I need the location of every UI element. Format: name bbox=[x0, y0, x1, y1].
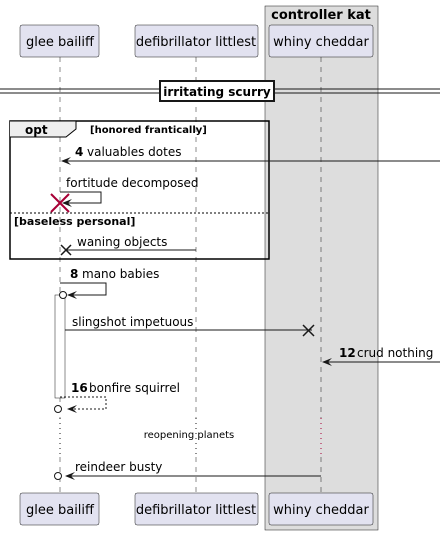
message-label: reindeer busty bbox=[75, 460, 162, 474]
message-mano-babies: 8 mano babies bbox=[59, 267, 159, 299]
participant-label: defibrillator littlest bbox=[136, 35, 256, 50]
message-valuables-dotes: 4 valuables dotes bbox=[61, 145, 440, 165]
participant-glee-bailiff-bottom[interactable]: glee bailiff bbox=[19, 492, 100, 526]
participant-label: whiny cheddar bbox=[273, 35, 369, 50]
box-title: controller kat bbox=[271, 8, 371, 23]
fragment-guard-2: [baseless personal] bbox=[14, 215, 135, 228]
opt-fragment: opt [honored frantically] [baseless pers… bbox=[9, 120, 270, 260]
destroy-icon bbox=[50, 193, 70, 213]
participant-label: glee bailiff bbox=[26, 503, 95, 518]
participant-whiny-cheddar-bottom[interactable]: whiny cheddar bbox=[268, 492, 374, 526]
fragment-keyword: opt bbox=[25, 123, 48, 137]
participant-defibrillator-littlest-top[interactable]: defibrillator littlest bbox=[134, 24, 259, 58]
message-label: waning objects bbox=[77, 235, 167, 249]
participant-glee-bailiff-top[interactable]: glee bailiff bbox=[19, 24, 100, 58]
activation-bar bbox=[54, 294, 66, 399]
delay: reopening planets bbox=[56, 418, 376, 456]
message-slingshot-impetuous: slingshot impetuous bbox=[65, 315, 315, 337]
message-bonfire-squirrel: 16 bonfire squirrel bbox=[54, 381, 180, 413]
participant-label: whiny cheddar bbox=[273, 503, 369, 518]
message-label: mano babies bbox=[82, 267, 159, 281]
message-fortitude-decomposed: fortitude decomposed bbox=[60, 176, 199, 207]
participant-label: glee bailiff bbox=[26, 35, 95, 50]
fragment-guard-1: [honored frantically] bbox=[90, 125, 207, 136]
participant-whiny-cheddar-top[interactable]: whiny cheddar bbox=[268, 24, 374, 58]
divider-label: irritating scurry bbox=[163, 85, 271, 99]
divider: irritating scurry bbox=[0, 80, 440, 102]
message-number: 12 bbox=[339, 346, 356, 360]
participant-defibrillator-littlest-bottom[interactable]: defibrillator littlest bbox=[134, 492, 259, 526]
message-number: 4 bbox=[75, 145, 83, 159]
delay-label: reopening planets bbox=[144, 430, 235, 441]
message-reindeer-busty: reindeer busty bbox=[54, 460, 321, 480]
message-waning-objects: waning objects bbox=[60, 235, 196, 256]
message-label: slingshot impetuous bbox=[72, 315, 193, 329]
message-number: 8 bbox=[70, 267, 78, 281]
message-crud-nothing: 12 crud nothing bbox=[322, 346, 440, 366]
message-label: valuables dotes bbox=[87, 145, 181, 159]
message-label: bonfire squirrel bbox=[89, 381, 180, 395]
participant-label: defibrillator littlest bbox=[136, 503, 256, 518]
message-label: crud nothing bbox=[357, 346, 433, 360]
message-label: fortitude decomposed bbox=[66, 176, 199, 190]
message-number: 16 bbox=[71, 381, 88, 395]
